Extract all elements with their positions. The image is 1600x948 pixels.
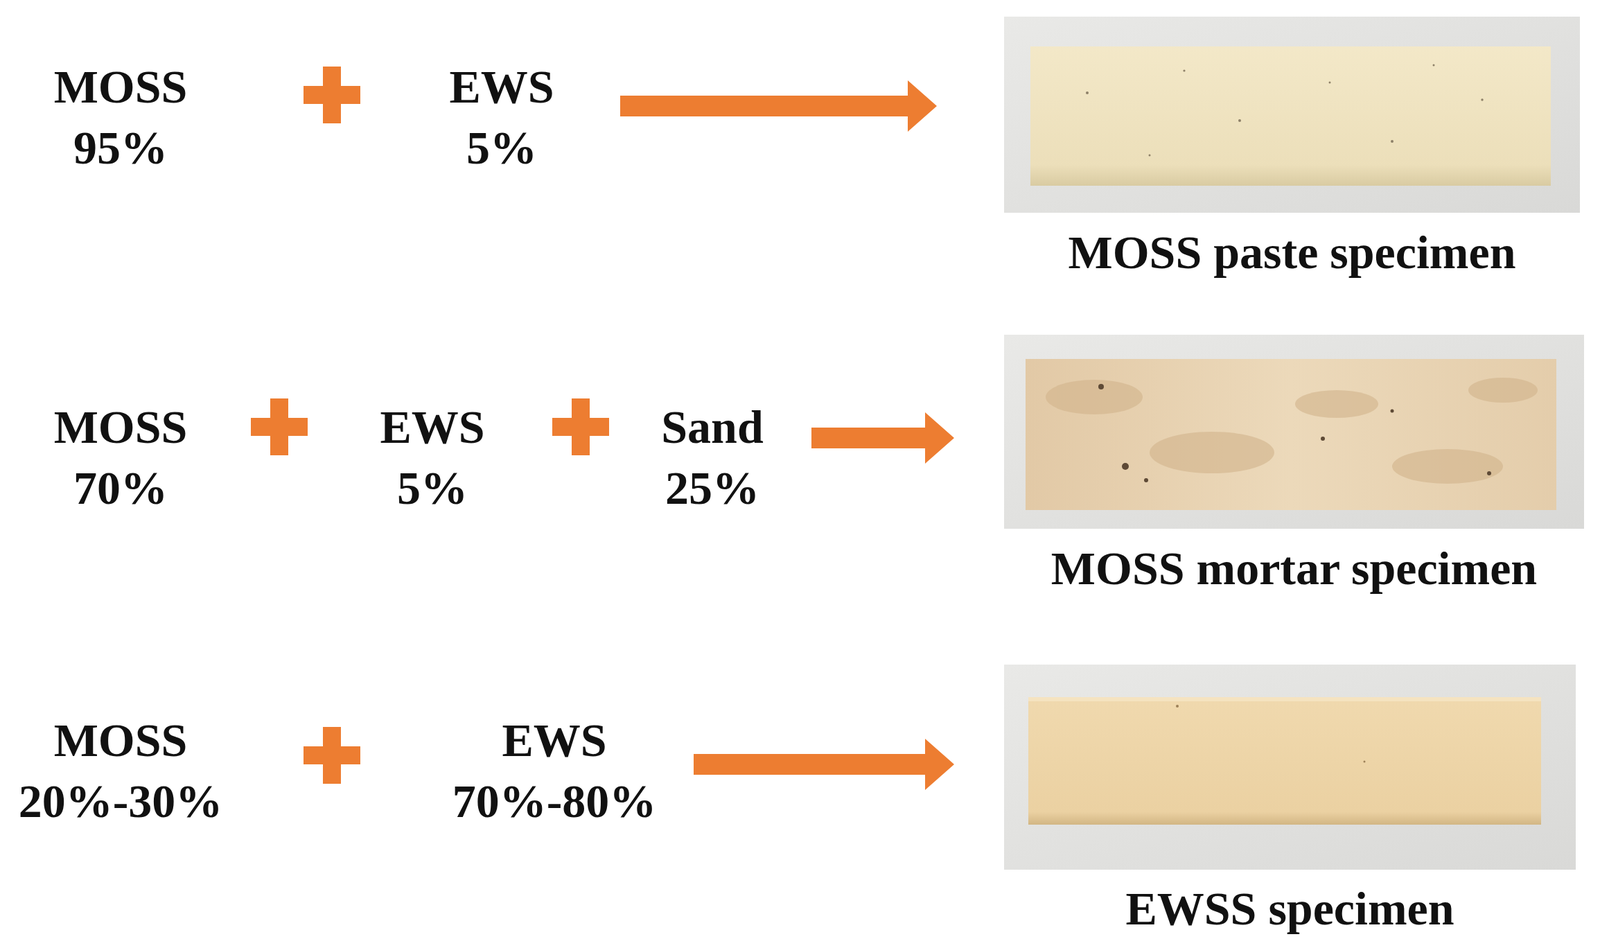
component-ratio: 5% — [466, 121, 538, 174]
specimen-photo — [1004, 16, 1580, 213]
component-ratio: 25% — [665, 462, 760, 515]
component-name: EWS — [501, 714, 607, 767]
component-ratio: 70%-80% — [452, 775, 657, 828]
component-ratio: 95% — [73, 121, 168, 174]
specimen-photo — [1004, 334, 1585, 529]
component-name: MOSS — [54, 60, 188, 113]
plus-sign — [250, 66, 610, 784]
specimen-photo-box: EWSS specimen — [1004, 664, 1576, 935]
component-name: Sand — [661, 401, 763, 454]
component-name: MOSS — [54, 714, 188, 767]
specimen-caption: MOSS paste specimen — [1004, 226, 1580, 279]
arrow — [620, 80, 955, 790]
component-ratio: 70% — [73, 462, 168, 515]
component-ratio: 20%-30% — [18, 775, 224, 828]
specimen-caption: MOSS mortar specimen — [1004, 542, 1585, 595]
component-name: EWS — [449, 60, 554, 113]
specimen-caption: EWSS specimen — [1004, 882, 1576, 935]
component-name: MOSS — [54, 401, 188, 454]
component-ratio: 5% — [397, 462, 468, 515]
component-name: EWS — [379, 401, 485, 454]
specimen-photo — [1004, 664, 1576, 870]
specimen-photo-box: MOSS mortar specimen — [1004, 334, 1585, 595]
specimen-photo-box: MOSS paste specimen — [1004, 16, 1580, 279]
